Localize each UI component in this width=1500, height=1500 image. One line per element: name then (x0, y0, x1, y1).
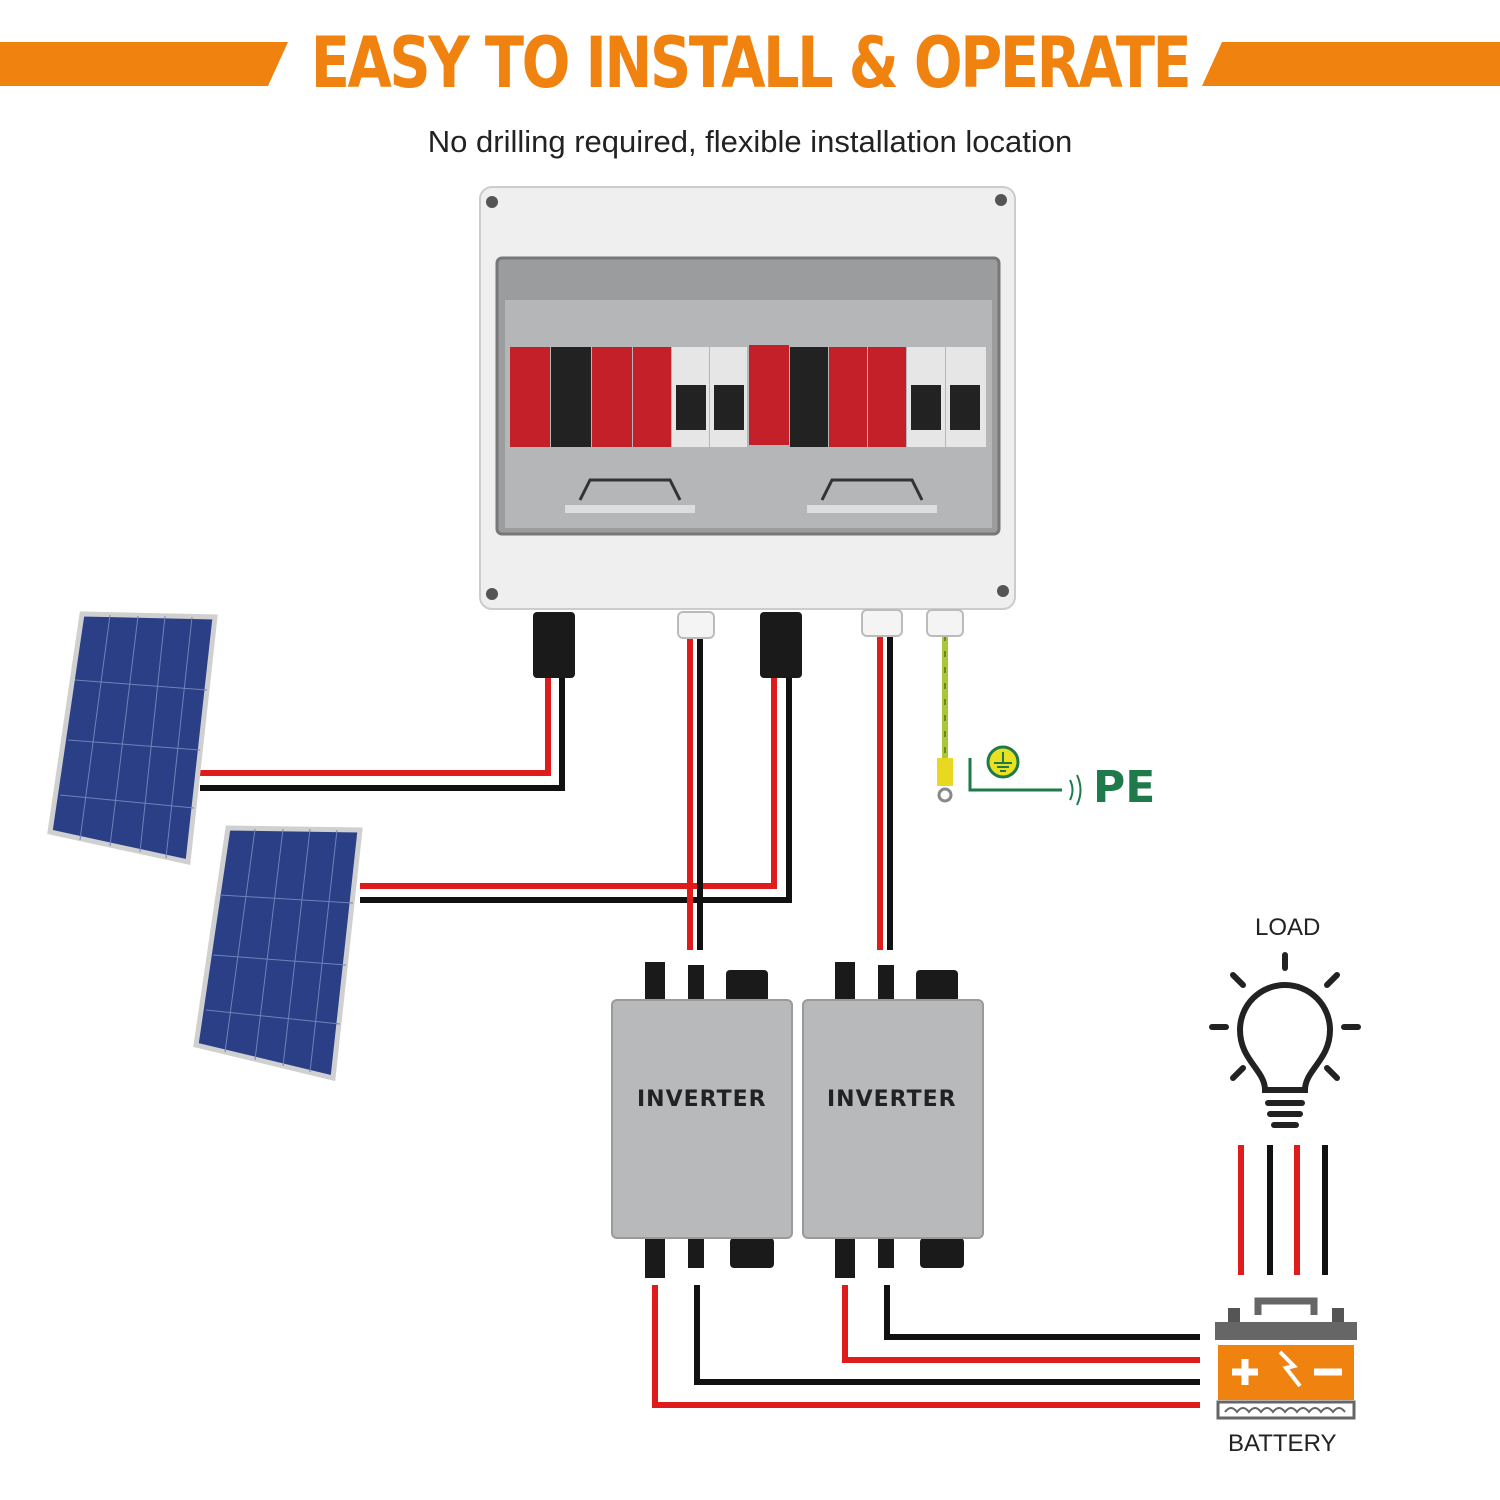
mc4-connectors (533, 612, 802, 678)
page-title: EASY TO INSTALL & OPERATE (310, 22, 1192, 104)
cable-glands (677, 609, 964, 639)
breakers (510, 345, 986, 447)
battery-label: BATTERY (1228, 1430, 1337, 1457)
combiner-box (479, 186, 1016, 678)
battery-icon (1215, 1297, 1357, 1420)
header-bar-right (1202, 42, 1500, 86)
load-wires (1238, 1145, 1328, 1275)
solar-panel-2 (193, 825, 363, 1082)
ground-label: PE (1093, 762, 1156, 813)
panel-2-wires (360, 675, 792, 903)
load-label: LOAD (1255, 914, 1321, 941)
ground-wire (937, 635, 953, 803)
inverter-1-label: INVERTER (637, 1087, 767, 1112)
ground-icon (968, 745, 1082, 806)
solar-panel-1 (47, 611, 218, 866)
inverter-2-label: INVERTER (827, 1087, 957, 1112)
page-subtitle: No drilling required, flexible installat… (427, 124, 1073, 159)
battery-wires (652, 1285, 1200, 1408)
inverter-1 (611, 962, 793, 1278)
panel-1-wires (200, 675, 565, 791)
light-bulb-icon (1209, 952, 1361, 1128)
inverter-input-wires (687, 635, 893, 950)
inverter-2 (802, 962, 984, 1278)
header-bar-left (0, 42, 288, 86)
